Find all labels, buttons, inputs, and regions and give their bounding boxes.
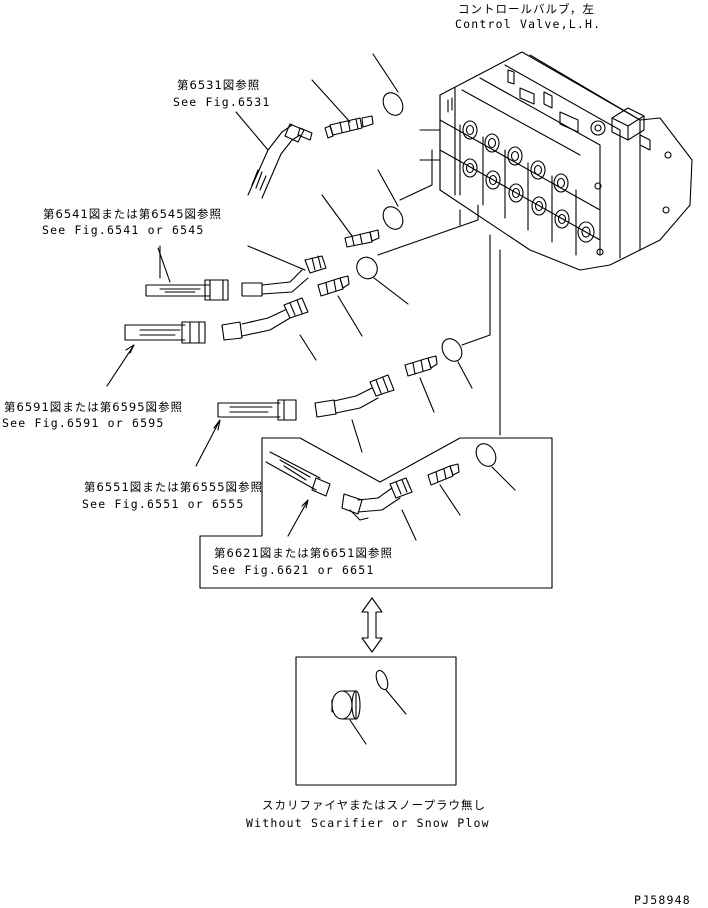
double-arrow [361,597,383,653]
ref-6621-en: See Fig.6621 or 6651 [212,563,375,577]
hoses [106,111,417,541]
alternative-en: Without Scarifier or Snow Plow [246,816,490,830]
control-valve [439,51,693,271]
alternative-ja: スカリファイヤまたはスノープラウ無し [262,798,486,812]
ref-6621-ja: 第6621図または第6651図参照 [214,546,394,560]
ref-6531-en: See Fig.6531 [173,95,271,109]
title-ja: コントロールバルブ，左 [458,2,595,16]
option-frame [199,437,553,589]
ref-6591-en: See Fig.6591 or 6595 [2,416,165,430]
ref-6541-en: See Fig.6541 or 6545 [42,223,205,237]
ref-6541-ja: 第6541図または第6545図参照 [43,207,223,221]
title-en: Control Valve,L.H. [455,17,602,31]
ref-6531-ja: 第6531図参照 [177,78,261,92]
ref-6551-en: See Fig.6551 or 6555 [82,497,245,511]
ref-6551-ja: 第6551図または第6555図参照 [84,480,264,494]
drawing-number: PJ58948 [634,893,691,907]
adapters [311,79,461,516]
o-rings [356,53,516,491]
leader-lines [377,129,501,436]
ref-6591-ja: 第6591図または第6595図参照 [4,400,184,414]
alternative-box [295,656,457,786]
